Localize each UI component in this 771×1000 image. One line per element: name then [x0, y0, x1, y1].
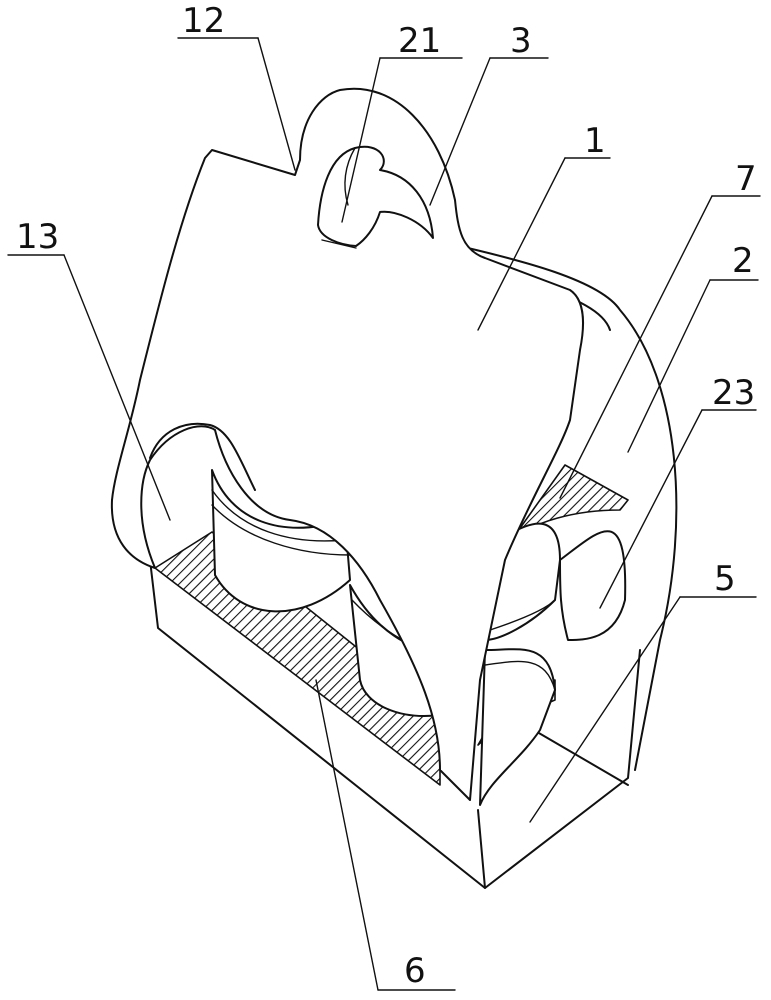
label-1: 1 [584, 121, 606, 161]
label-6: 6 [404, 951, 426, 991]
label-13: 13 [16, 217, 59, 257]
label-2: 2 [732, 241, 754, 281]
label-5: 5 [714, 559, 736, 599]
label-12: 12 [182, 1, 225, 41]
front-panel [110, 87, 584, 801]
side-panel-left [149, 422, 256, 491]
label-3: 3 [510, 21, 532, 61]
label-21: 21 [398, 21, 441, 61]
label-7: 7 [735, 159, 757, 199]
cup-front-left [211, 469, 351, 613]
label-23: 23 [712, 373, 755, 413]
leader-lines [7, 37, 761, 991]
cup-side-right [559, 530, 627, 641]
